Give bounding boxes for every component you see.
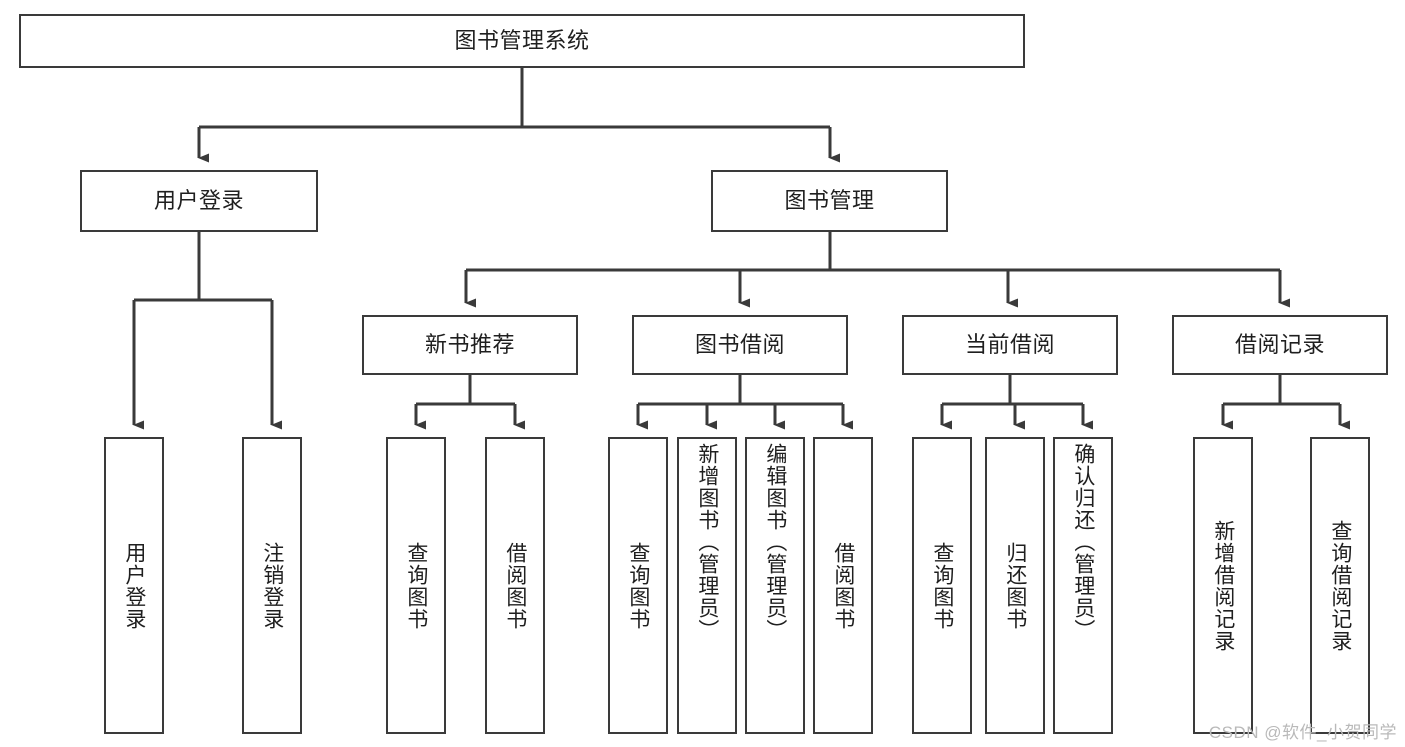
node-root[interactable]: 图书管理系统 (19, 14, 1025, 68)
edge-group-book-manage (464, 232, 1290, 308)
node-current-borrow[interactable]: 当前借阅 (902, 315, 1118, 375)
leaf-confirm-return[interactable]: 确认归还（管理员） (1053, 437, 1113, 734)
leaf-query-book-rec-label: 查询图书 (404, 541, 428, 630)
leaf-query-book-borrow[interactable]: 查询图书 (608, 437, 668, 734)
leaf-add-record[interactable]: 新增借阅记录 (1193, 437, 1253, 734)
edge-group-borrow-record (1221, 375, 1350, 430)
leaf-query-record-label: 查询借阅记录 (1328, 519, 1352, 652)
leaf-borrow-book-rec-label: 借阅图书 (503, 541, 527, 630)
edge-group-new-book-rec (414, 375, 525, 430)
leaf-query-book-rec[interactable]: 查询图书 (386, 437, 446, 734)
leaf-borrow-book[interactable]: 借阅图书 (813, 437, 873, 734)
leaf-logout[interactable]: 注销登录 (242, 437, 302, 734)
node-book-borrow[interactable]: 图书借阅 (632, 315, 848, 375)
edge-group-user-login (132, 232, 282, 430)
node-user-login[interactable]: 用户登录 (80, 170, 318, 232)
node-book-manage-label: 图书管理 (784, 187, 875, 213)
leaf-return-book[interactable]: 归还图书 (985, 437, 1045, 734)
leaf-query-book-cur[interactable]: 查询图书 (912, 437, 972, 734)
leaf-add-book-label: 新增图书（管理员） (695, 443, 719, 641)
node-book-manage[interactable]: 图书管理 (711, 170, 948, 232)
csdn-watermark: CSDN @软件_小贺同学 (1208, 723, 1397, 742)
leaf-query-record[interactable]: 查询借阅记录 (1310, 437, 1370, 734)
leaf-confirm-return-label: 确认归还（管理员） (1071, 443, 1095, 641)
node-borrow-record-label: 借阅记录 (1234, 331, 1325, 357)
leaf-add-record-label: 新增借阅记录 (1211, 519, 1235, 652)
leaf-add-book[interactable]: 新增图书（管理员） (677, 437, 737, 734)
edge-group-root (197, 68, 840, 163)
leaf-edit-book[interactable]: 编辑图书（管理员） (745, 437, 805, 734)
node-current-borrow-label: 当前借阅 (964, 331, 1055, 357)
leaf-return-book-label: 归还图书 (1003, 541, 1027, 630)
node-new-book-rec-label: 新书推荐 (424, 331, 515, 357)
edge-group-book-borrow (636, 375, 853, 430)
leaf-query-book-cur-label: 查询图书 (930, 541, 954, 630)
node-root-label: 图书管理系统 (454, 27, 590, 53)
leaf-borrow-book-rec[interactable]: 借阅图书 (485, 437, 545, 734)
node-user-login-label: 用户登录 (153, 187, 244, 213)
leaf-logout-label: 注销登录 (260, 541, 284, 630)
node-new-book-rec[interactable]: 新书推荐 (362, 315, 578, 375)
edge-group-current-borrow (940, 375, 1093, 430)
leaf-query-book-borrow-label: 查询图书 (626, 541, 650, 630)
leaf-user-login-label: 用户登录 (122, 541, 146, 630)
leaf-borrow-book-label: 借阅图书 (831, 541, 855, 630)
leaf-user-login[interactable]: 用户登录 (104, 437, 164, 734)
node-book-borrow-label: 图书借阅 (694, 331, 785, 357)
node-borrow-record[interactable]: 借阅记录 (1172, 315, 1388, 375)
leaf-edit-book-label: 编辑图书（管理员） (763, 443, 787, 641)
